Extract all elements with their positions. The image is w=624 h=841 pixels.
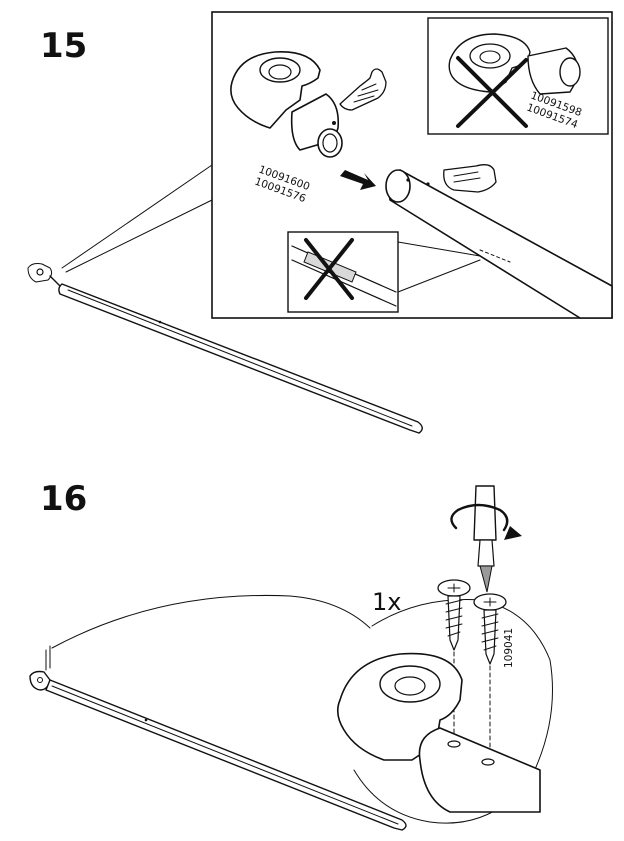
screw-part-number: 109041	[503, 628, 515, 668]
overview-rod	[27, 263, 423, 434]
overview-rod	[29, 645, 407, 831]
zoom-callout-lines	[61, 164, 213, 273]
step-number: 16	[40, 479, 87, 519]
step-number: 15	[40, 26, 87, 66]
end-clip-illustration	[230, 51, 343, 158]
pointing-hand-icon	[339, 68, 387, 111]
clip-rod-detail	[336, 652, 541, 813]
screwdriver-icon	[450, 485, 522, 593]
pointing-hand-icon	[443, 164, 497, 193]
zoom-callout-curve	[51, 595, 371, 649]
inset-callout-lines	[397, 241, 481, 293]
step-16: 16 1x	[29, 479, 553, 831]
cross-mark-icon	[304, 238, 354, 300]
screw-2	[473, 593, 507, 665]
quantity-label: 1x	[372, 588, 401, 616]
incorrect-clip-illustration	[448, 33, 581, 128]
insert-arrow-icon	[340, 170, 376, 190]
rotate-arrow-icon	[504, 526, 522, 540]
screw-1	[437, 579, 471, 651]
step-15: 15 10091600	[27, 11, 613, 434]
detail-circle	[353, 599, 553, 824]
no-tape-illustration	[291, 238, 397, 307]
cross-mark-icon	[456, 56, 528, 128]
rod-tube-detail	[385, 169, 613, 319]
